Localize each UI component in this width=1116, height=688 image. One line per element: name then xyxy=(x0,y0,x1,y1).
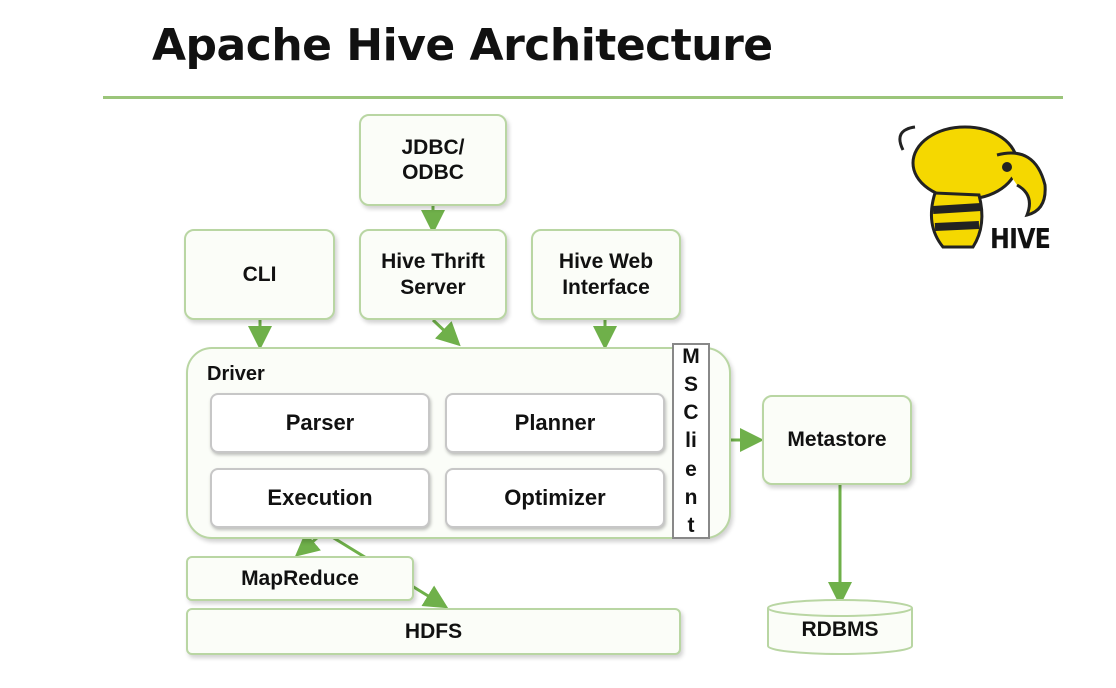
rdbms-cylinder-icon xyxy=(767,599,913,655)
msclient-letter: S xyxy=(683,373,698,397)
hive-web-interface-box: Hive Web Interface xyxy=(531,229,681,320)
hive-bee-elephant-logo-icon xyxy=(898,125,1047,249)
msclient-letter: t xyxy=(687,513,695,537)
msclient-letter: n xyxy=(684,485,698,509)
planner-box: Planner xyxy=(445,393,665,453)
arrow-thrift-to-driver xyxy=(431,318,461,347)
msclient-letter: li xyxy=(685,429,697,453)
metastore-box: Metastore xyxy=(762,395,912,485)
hive-logo-text: HIVE xyxy=(990,222,1051,255)
rdbms-label: RDBMS xyxy=(801,618,879,641)
page-title: Apache Hive Architecture xyxy=(152,20,773,71)
optimizer-box: Optimizer xyxy=(445,468,665,528)
title-divider xyxy=(103,96,1063,99)
msclient-letter: e xyxy=(685,457,697,481)
mapreduce-box: MapReduce xyxy=(186,556,414,601)
msclient-letter: C xyxy=(683,401,699,425)
msclient-box: M S C li e n t xyxy=(672,343,710,539)
hive-thrift-server-box: Hive Thrift Server xyxy=(359,229,507,320)
jdbc-odbc-box: JDBC/ ODBC xyxy=(359,114,507,206)
driver-label: Driver xyxy=(207,363,265,385)
hdfs-box: HDFS xyxy=(186,608,681,655)
cli-box: CLI xyxy=(184,229,335,320)
execution-box: Execution xyxy=(210,468,430,528)
parser-box: Parser xyxy=(210,393,430,453)
msclient-letter: M xyxy=(682,345,700,368)
